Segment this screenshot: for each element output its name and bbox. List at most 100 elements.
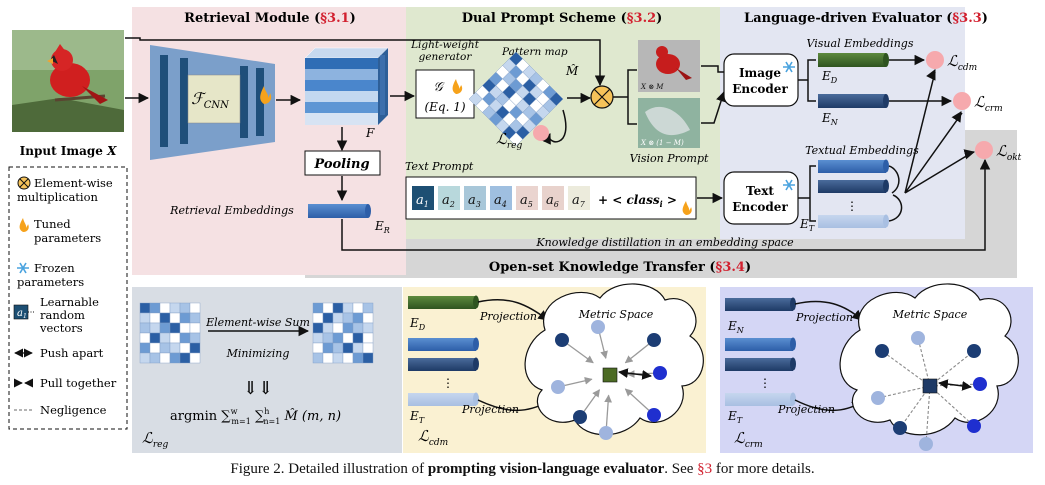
reg-double-arrows: ⇓⇓: [243, 378, 273, 399]
cdm-et-bar-3: [408, 392, 479, 406]
snowflake-icon: [783, 61, 795, 73]
crm-metric-cloud: [839, 283, 1019, 436]
metric-node: [919, 437, 933, 451]
cdm-et-label: ET: [409, 409, 425, 425]
pattern-cell: [312, 322, 324, 334]
pattern-cell: [139, 312, 151, 324]
pattern-cell: [159, 322, 171, 334]
vision-prompt-caption-2: X ⊗ (1 − M): [640, 139, 684, 147]
negligence-edge: [929, 350, 975, 387]
loss-cdm-label: ℒcdm: [947, 52, 977, 73]
pattern-cell: [189, 322, 201, 334]
metric-anchor: [602, 367, 618, 383]
prompt-token-box: [412, 186, 434, 210]
vision-prompt-caption-1: X ⊗ M: [640, 83, 664, 91]
generator-eq: (Eq. 1): [424, 100, 465, 114]
crm-et-bar-1: [725, 337, 796, 351]
pattern-cell: [159, 312, 171, 324]
prompt-token-label: a5: [520, 193, 533, 209]
reg-grid-left: [139, 302, 201, 364]
pattern-cell: [322, 332, 334, 344]
pattern-cell: [149, 302, 161, 314]
crm-projection-arrow-1: [794, 300, 863, 321]
arrow-text-encoder-to-embeddings: [798, 165, 816, 222]
pattern-cell: [312, 352, 324, 364]
et-embedding-bar-2: [818, 179, 889, 193]
legend-text-5: Push apart: [40, 346, 104, 360]
pattern-cell: [352, 302, 364, 314]
vision-prompt-label: Vision Prompt: [630, 152, 709, 165]
push-arrow: [938, 379, 972, 391]
legend-learnable-icon: a1: [13, 304, 34, 320]
pattern-cell: [508, 132, 524, 147]
pattern-cell: [312, 332, 324, 344]
pattern-cell: [322, 342, 334, 354]
legend-flame-icon: [19, 218, 29, 232]
negligence-edge: [877, 385, 931, 399]
minimizing-label: Minimizing: [226, 347, 290, 360]
cdm-metric-cloud: [524, 283, 704, 436]
vision-prompt-image-2: [638, 98, 700, 148]
reg-loss-circle: [533, 125, 549, 141]
pattern-cell: [312, 302, 324, 314]
legend-box: [8, 166, 128, 430]
prompt-token-label: a3: [468, 193, 481, 209]
retrieval-embeddings-label: Retrieval Embeddings: [169, 204, 294, 217]
prompt-token-box: [568, 186, 590, 210]
arrow-multiply-to-prompts: [613, 69, 637, 125]
prompt-token-label: a4: [494, 193, 507, 209]
pattern-cell: [352, 322, 364, 334]
class-token: + < classi >: [598, 193, 677, 209]
crm-et-bar-3: [725, 392, 796, 406]
metric-node: [551, 380, 565, 394]
pattern-cell: [362, 332, 374, 344]
arrowhead-crm: [951, 111, 962, 123]
pattern-cell: [312, 342, 324, 354]
cdm-projection-label-1: Projection: [479, 310, 537, 323]
pattern-cell: [139, 352, 151, 364]
push-arrow: [618, 368, 652, 380]
pattern-cell: [149, 352, 161, 364]
pattern-cell: [332, 312, 344, 324]
loss-okt-circle: [975, 141, 993, 159]
pattern-cell: [342, 302, 354, 314]
pattern-cell: [362, 312, 374, 324]
prompt-token-box: [516, 186, 538, 210]
cdm-projection-label-2: Projection: [461, 403, 519, 416]
cdm-projection-arrow-1: [477, 298, 549, 321]
figure-caption: Figure 2. Detailed illustration of promp…: [230, 461, 815, 477]
cdm-metric-nodes: [551, 320, 667, 440]
metric-node: [647, 333, 661, 347]
pattern-cell: [189, 302, 201, 314]
reg-loop: [541, 109, 567, 145]
element-wise-sum-label: Element-wise Sum: [205, 316, 310, 329]
prompt-token-label: a1: [416, 193, 429, 209]
pattern-cell: [169, 302, 181, 314]
cdm-metric-space-label: Metric Space: [578, 308, 654, 321]
legend-snowflake-icon: [17, 262, 29, 274]
loss-crm-label: ℒcrm: [974, 93, 1003, 114]
pattern-cell: [332, 302, 344, 314]
input-image-label: Input Image X: [20, 144, 117, 158]
pattern-cell: [149, 342, 161, 354]
pattern-cell: [139, 322, 151, 334]
pattern-cell: [322, 302, 334, 314]
pattern-cell: [342, 322, 354, 334]
prompt-token-label: a6: [546, 193, 559, 209]
pattern-cell: [189, 352, 201, 364]
pattern-cell: [179, 332, 191, 344]
retrieval-title: Retrieval Module (§3.1): [184, 11, 356, 26]
textual-embeddings-label: Textual Embeddings: [805, 144, 919, 157]
crm-projection-label-1: Projection: [795, 311, 853, 324]
otimes-icon: [590, 85, 614, 109]
pattern-cell: [189, 312, 201, 324]
cdm-loss-label: ℒcdm: [418, 427, 448, 448]
pattern-cell: [159, 342, 171, 354]
crm-et-label: ET: [727, 409, 743, 425]
